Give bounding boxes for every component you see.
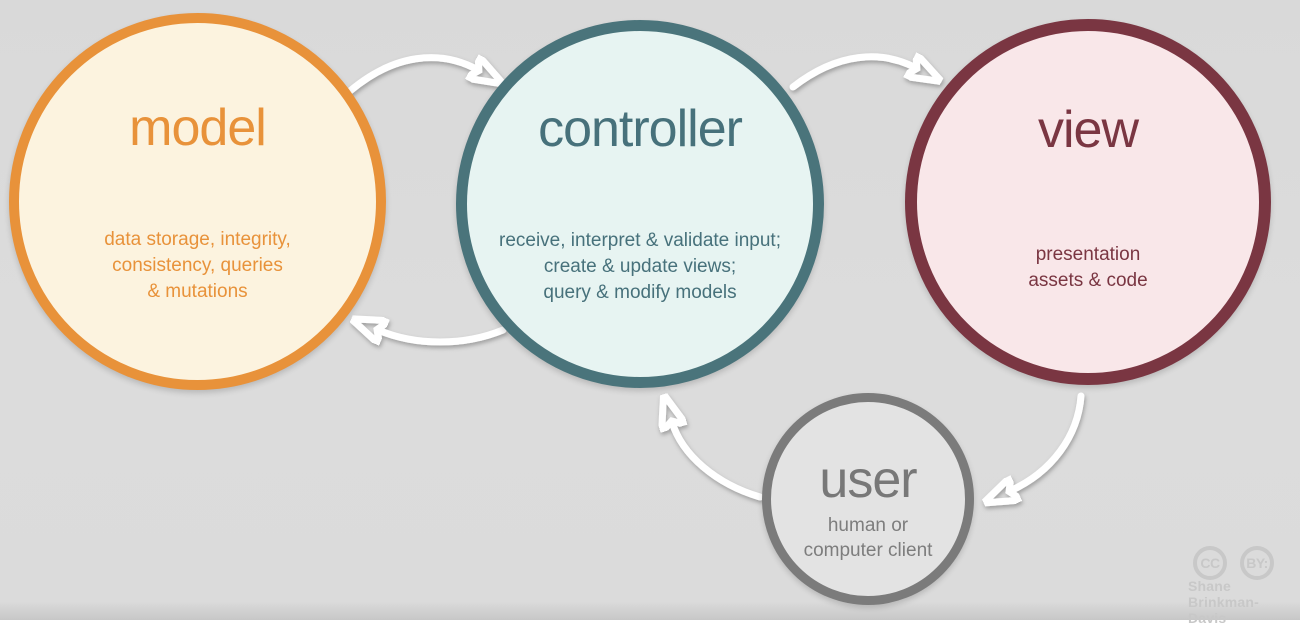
node-controller-title: controller <box>538 100 743 158</box>
arrow-controller-to-view <box>789 57 916 91</box>
node-controller-description-line: query & modify models <box>543 282 737 303</box>
attribution-author-line: Brinkman-Davis <box>1188 594 1260 626</box>
arrow-user-to-controller <box>672 422 764 501</box>
node-user-description: human or computer client <box>804 513 933 563</box>
by-license-icon: BY: <box>1240 546 1274 580</box>
arrow-controller-to-model <box>378 330 507 342</box>
node-model-description-line: consistency, queries <box>112 255 283 276</box>
node-user-description-line: human or <box>827 515 909 536</box>
node-model-description: data storage, integrity, consistency, qu… <box>104 227 291 305</box>
node-model: model data storage, integrity, consisten… <box>9 13 386 390</box>
node-view-description-line: presentation <box>1035 244 1141 265</box>
attribution-author-line: Shane <box>1188 578 1232 594</box>
arrow-model-to-controller <box>346 54 478 95</box>
node-view: view presentation assets & code <box>905 19 1271 385</box>
node-model-title: model <box>129 99 267 157</box>
node-controller-description-line: create & update views; <box>543 256 737 277</box>
node-model-description-line: & mutations <box>147 281 248 302</box>
cc-license-icon: CC <box>1193 546 1227 580</box>
node-user: user human or computer client <box>762 393 974 605</box>
arrow-view-to-user <box>1010 392 1085 491</box>
node-user-title: user <box>819 451 917 509</box>
node-controller-description-line: receive, interpret & validate input; <box>499 230 781 251</box>
node-user-description-line: computer client <box>803 540 933 561</box>
node-view-description: presentation assets & code <box>1028 242 1147 294</box>
node-model-description-line: data storage, integrity, <box>104 229 291 250</box>
node-controller-description: receive, interpret & validate input; cre… <box>499 228 781 306</box>
node-view-title: view <box>1037 101 1139 159</box>
attribution-author: Shane Brinkman-Davis <box>1188 578 1259 626</box>
node-controller: controller receive, interpret & validate… <box>456 20 824 388</box>
node-view-description-line: assets & code <box>1028 270 1148 291</box>
